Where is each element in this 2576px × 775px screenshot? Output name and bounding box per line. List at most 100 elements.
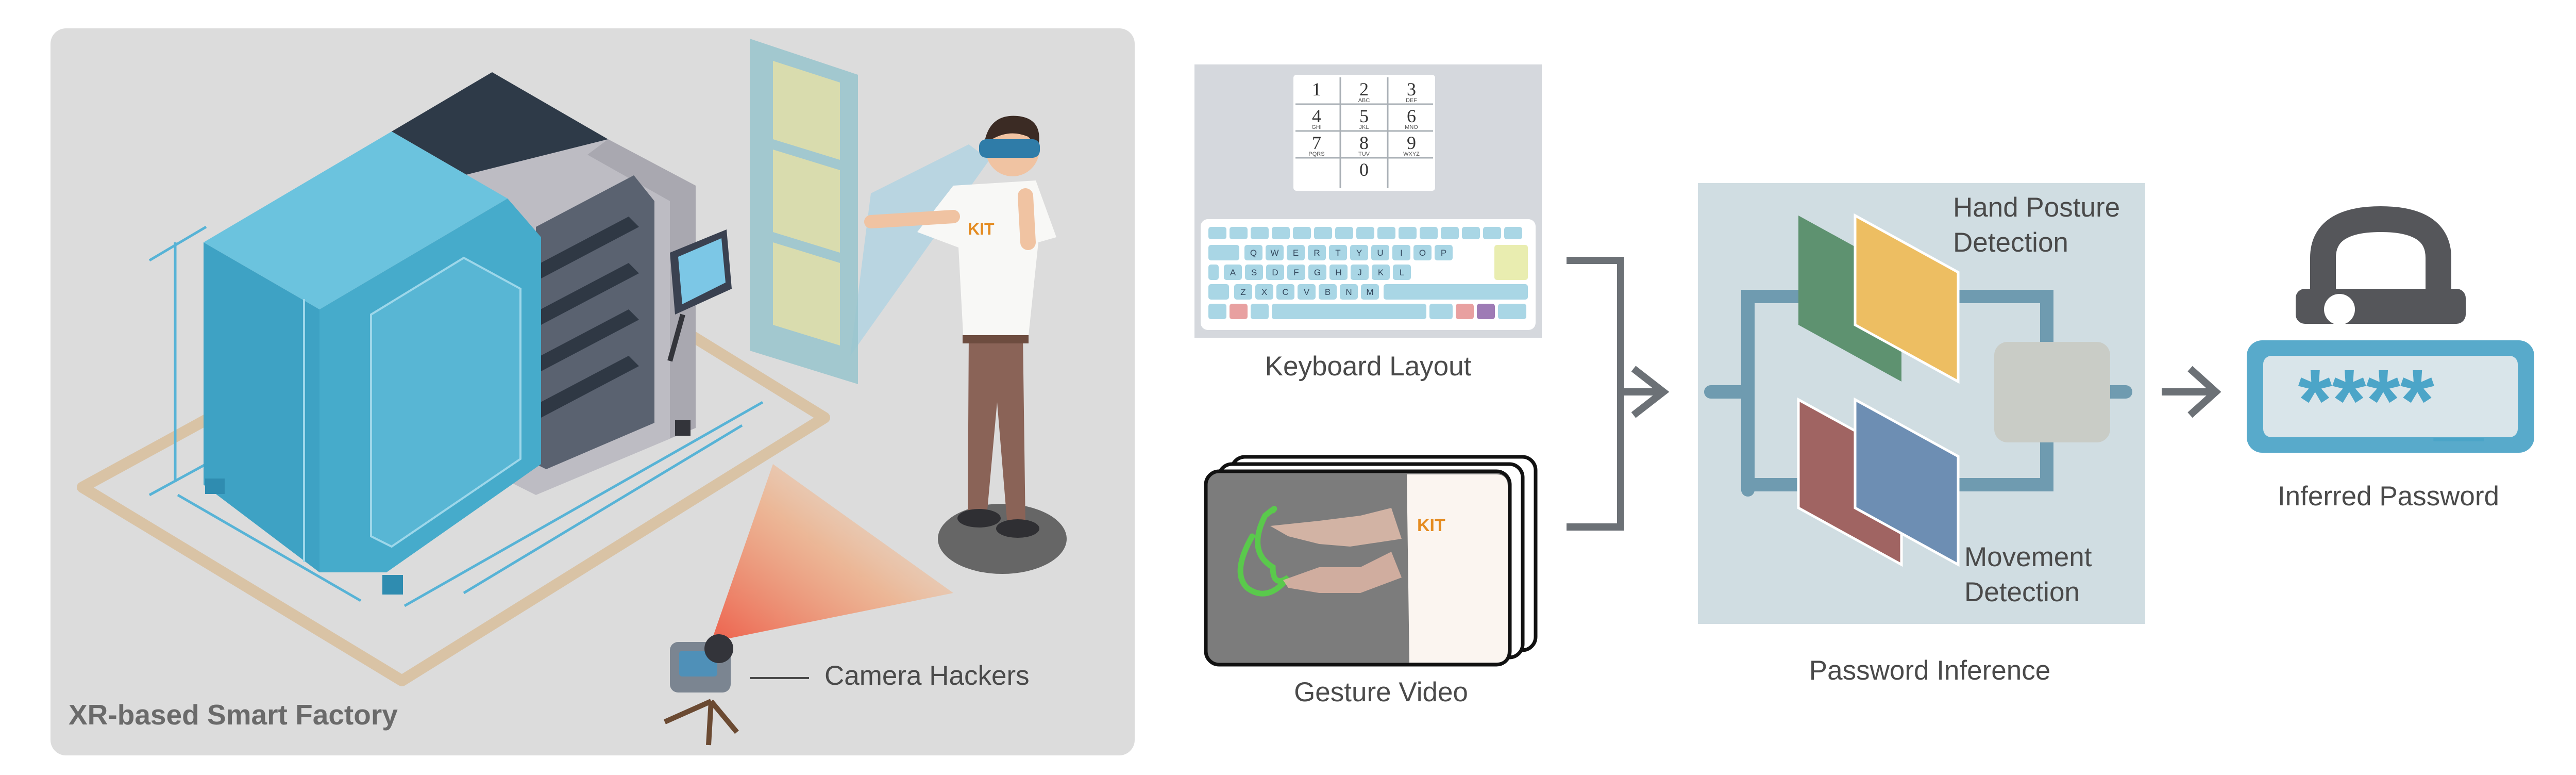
keyboard-key-letter: G: [1314, 268, 1321, 277]
keyboard-key: [1308, 265, 1326, 280]
keyboard-key: [1399, 227, 1417, 239]
keyboard-key: [1456, 304, 1474, 319]
merge-arrow-icon: [1631, 366, 1670, 418]
keyboard-key-letter: N: [1345, 287, 1352, 297]
machine-foot: [675, 420, 691, 436]
inferred-password-label: Inferred Password: [2278, 481, 2499, 512]
gesture-video-label: Gesture Video: [1294, 677, 1468, 707]
keyboard-key: [1255, 284, 1273, 300]
video-torso: [1407, 474, 1508, 663]
keyboard-key: [1245, 265, 1263, 280]
numpad-key-digit: 2: [1359, 79, 1369, 100]
numpad-key-letters: MNO: [1405, 124, 1418, 130]
numpad-key-digit: 4: [1312, 106, 1321, 126]
tab-key: [1208, 245, 1239, 260]
password-inference-label: Password Inference: [1809, 655, 2050, 686]
video-hand-lower: [1283, 552, 1402, 593]
keyboard-key: [1287, 265, 1305, 280]
machine-foot: [205, 479, 225, 494]
machine-foot: [382, 575, 403, 595]
keyboard-key: [1272, 227, 1290, 239]
keyboard-key-letter: A: [1230, 268, 1236, 277]
keyboard-key-letter: O: [1419, 248, 1426, 258]
user-shoe: [957, 509, 1001, 527]
masked-password: ****_: [2298, 352, 2484, 450]
numpad-key-letters: JKL: [1359, 124, 1369, 130]
lock-keyhole-icon: [2324, 294, 2355, 325]
keyboard-key-letter: U: [1377, 248, 1383, 258]
numpad-key-letters: TUV: [1358, 151, 1370, 157]
numpad-key-letters: GHI: [1311, 124, 1322, 130]
video-hand-upper: [1270, 508, 1402, 547]
keyboard-key: [1377, 227, 1395, 239]
fusion-block: [1994, 342, 2110, 442]
keyboard-key-letter: X: [1261, 287, 1267, 297]
numpad-key-digit: 0: [1359, 159, 1369, 180]
camera-beam: [711, 464, 953, 642]
machine-monitor-arm: [667, 314, 685, 362]
movement-label: Movement: [1964, 542, 2092, 572]
merge-connector: [1567, 257, 1664, 531]
keyboard-key-letter: B: [1325, 287, 1331, 297]
numpad-key-digit: 7: [1312, 133, 1321, 153]
keyboard-key: [1308, 245, 1326, 260]
output-arrow-icon: [2162, 366, 2221, 418]
lock-shackle-icon: [2310, 206, 2451, 289]
keyboard-key-letter: W: [1270, 248, 1278, 258]
keyboard-key: [1266, 245, 1284, 260]
numpad-key-letters: WXYZ: [1403, 151, 1420, 157]
keyboard-key: [1351, 265, 1369, 280]
lock-top-bar: [2296, 289, 2466, 324]
keyboard-key: [1420, 227, 1438, 239]
inferred-password: ****_ Inferred Password: [2247, 206, 2534, 512]
numpad-key-letters: PQRS: [1308, 151, 1324, 157]
movement-label-line2: Detection: [1964, 577, 2080, 607]
keyboard-key: [1477, 304, 1495, 319]
keyboard-key-letter: M: [1366, 287, 1373, 297]
numpad-key-digit: 9: [1407, 133, 1416, 153]
user-arm: [864, 210, 960, 228]
numpad-key-letters: ABC: [1358, 97, 1370, 104]
keyboard-key: [1251, 304, 1269, 319]
keyboard-key: [1230, 304, 1248, 319]
hand-posture-map-green: [1798, 216, 1901, 382]
keyboard-key: [1319, 284, 1337, 300]
numpad-grid: [1295, 77, 1433, 188]
keyboard-key: [1340, 284, 1358, 300]
dimension-lines: [148, 225, 764, 607]
keyboard-key: [1372, 265, 1390, 280]
keyboard-key-letter: L: [1400, 268, 1404, 277]
keyboard-layout-label: Keyboard Layout: [1265, 351, 1472, 382]
numpad-key-letters: DEF: [1406, 97, 1417, 104]
keyboard-key-letter: Z: [1240, 287, 1245, 297]
keyboard-key-letter: C: [1282, 287, 1288, 297]
user-legs: [968, 335, 1025, 526]
keyboard-key-letter: R: [1314, 248, 1320, 258]
ar-panel-tiles: [773, 61, 840, 345]
keyboard-key-letter: K: [1378, 268, 1384, 277]
keyboard-key: [1266, 265, 1284, 280]
keyboard-key: [1251, 227, 1269, 239]
video-shirt-logo: KIT: [1417, 516, 1445, 535]
caps-key: [1208, 265, 1219, 280]
keyboard-key-letter: Q: [1250, 248, 1257, 258]
keyboard-key-letter: F: [1293, 268, 1299, 277]
keyboard-key-letter: H: [1335, 268, 1341, 277]
machine-blue-front: [204, 242, 319, 572]
keyboard-key-letter: D: [1272, 268, 1278, 277]
keyboard-key: [1361, 284, 1379, 300]
keyboard-key: [1208, 227, 1226, 239]
machine-monitor-screen: [678, 238, 726, 304]
keyboard-key: [1293, 227, 1311, 239]
keyboard-key: [1224, 265, 1242, 280]
enter-key: [1494, 245, 1528, 280]
factory-scene: KIT Camera Hackers XR-based Smart Factor…: [50, 28, 1135, 755]
keyboard-key: [1350, 245, 1368, 260]
keyboard-key: [1356, 227, 1374, 239]
keyboard-key-letter: P: [1441, 248, 1446, 258]
numpad-key-digit: 5: [1359, 106, 1369, 126]
keyboard-key-letter: V: [1304, 287, 1310, 297]
